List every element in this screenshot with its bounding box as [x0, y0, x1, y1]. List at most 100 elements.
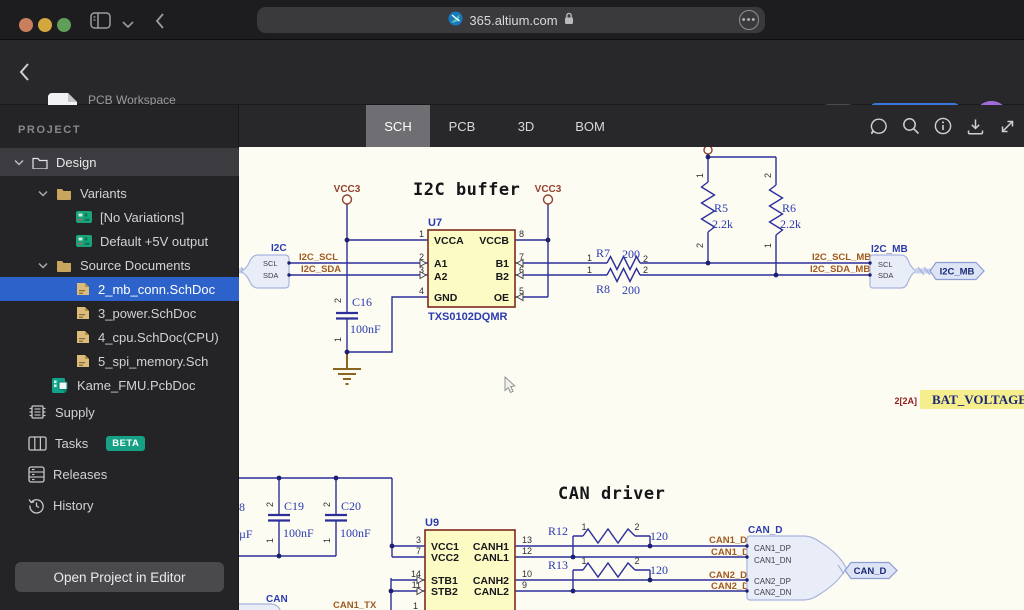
value: 100nF: [350, 322, 381, 336]
open-project-in-editor-button[interactable]: Open Project in Editor: [15, 562, 224, 592]
sidebar-item-no-variations[interactable]: [No Variations]: [0, 205, 239, 229]
comments-icon[interactable]: [869, 116, 889, 136]
sidebar-item-2-mb-conn-schdoc[interactable]: 2_mb_conn.SchDoc: [0, 277, 239, 301]
sidebar-item-tasks[interactable]: Tasks BETA: [0, 431, 239, 455]
schdoc-icon: [76, 306, 90, 320]
tab-sch[interactable]: SCH: [366, 105, 430, 147]
port-label: I2C_MB: [940, 267, 975, 278]
chip-icon: [28, 404, 47, 420]
pin-name: CANH1: [473, 541, 509, 553]
view-tab-bar: SCH PCB 3D BOM: [239, 105, 1024, 147]
value: 120: [650, 529, 668, 543]
designator: R6: [782, 201, 796, 215]
history-icon: [28, 497, 45, 514]
capacitor-c16: C16 100nF 2 1: [333, 295, 381, 342]
pin-number: 4: [419, 286, 424, 296]
sidebar-item-supply[interactable]: Supply: [0, 400, 239, 424]
capacitor-c19: C19 100nF 2 1: [265, 499, 314, 543]
pin-name: CANL1: [474, 552, 509, 564]
section-title-i2c: I2C buffer: [413, 180, 520, 200]
back-icon[interactable]: [18, 62, 30, 87]
harness-can-partial: CAN: [227, 594, 288, 610]
item-label: History: [53, 497, 94, 513]
pin-name: VCC1: [431, 541, 459, 553]
folder-open-icon: [32, 156, 48, 169]
harness-pin: CAN2_DN: [754, 588, 792, 597]
pin-number: 2: [265, 502, 275, 507]
pin-name: GND: [434, 292, 458, 304]
sidebar-item-kame-fmu-pcbdoc[interactable]: Kame_FMU.PcbDoc: [0, 373, 239, 397]
value: 200: [622, 247, 640, 261]
sidebar-item-design[interactable]: Design: [0, 148, 239, 176]
pin-number: 1: [695, 173, 705, 178]
sidebar-item-5-spi-memory-sch[interactable]: 5_spi_memory.Sch: [0, 349, 239, 373]
chevron-down-icon[interactable]: [38, 190, 48, 197]
schdoc-icon: [76, 282, 90, 296]
pin-number: 3: [416, 535, 421, 545]
designator: R5: [714, 201, 728, 215]
chevron-down-icon[interactable]: [14, 159, 24, 166]
sidebar-item-default-5v-output[interactable]: Default +5V output: [0, 229, 239, 253]
sidebar-item-source-documents[interactable]: Source Documents: [0, 253, 239, 277]
chevron-down-icon[interactable]: [122, 16, 134, 34]
resistor-r8: R8 200 1 2: [587, 265, 648, 297]
download-icon[interactable]: [965, 116, 985, 136]
resistor-r12: R12 120 1 2: [548, 522, 668, 557]
minimize-window-button[interactable]: [38, 18, 52, 32]
sidebar-item-4-cpu-schdoc[interactable]: 4_cpu.SchDoc(CPU): [0, 325, 239, 349]
pin-number: 3: [419, 265, 424, 275]
sidebar-item-variants[interactable]: Variants: [0, 181, 239, 205]
schematic-svg: I2C buffer VCC3 VCC3: [227, 145, 1024, 610]
pin-number: 6: [519, 265, 524, 275]
value: 2.2k: [780, 217, 801, 231]
value: 100nF: [340, 526, 371, 540]
sidebar-item-3-power-schdoc[interactable]: 3_power.SchDoc: [0, 301, 239, 325]
browser-sidebar-icon[interactable]: [90, 12, 111, 34]
tab-pcb[interactable]: PCB: [448, 118, 476, 134]
gnd-symbol: [333, 352, 361, 385]
item-label: Supply: [55, 404, 95, 420]
zoom-window-button[interactable]: [57, 18, 71, 32]
close-window-button[interactable]: [19, 18, 33, 32]
url-bar[interactable]: 365.altium.com •••: [257, 7, 765, 33]
item-label: Design: [56, 154, 97, 170]
fullscreen-icon[interactable]: [997, 116, 1017, 136]
net-label: CAN1_DN: [711, 547, 756, 558]
browser-back-icon[interactable]: [155, 13, 165, 34]
value: 2.2k: [712, 217, 733, 231]
pin-name: A2: [434, 271, 448, 283]
pin-name: A1: [434, 258, 448, 270]
variant-board-icon: [76, 211, 92, 223]
item-label: 3_power.SchDoc: [98, 305, 197, 321]
search-icon[interactable]: [901, 116, 921, 136]
chevron-down-icon[interactable]: [38, 262, 48, 269]
pin-number: 5: [519, 286, 524, 296]
pin-number: 1: [413, 601, 418, 610]
net-label: CAN1_DP: [709, 535, 754, 546]
pin-name: VCCA: [434, 235, 464, 247]
tab-bom[interactable]: BOM: [575, 118, 605, 134]
info-icon[interactable]: [933, 116, 953, 136]
resistor-r13: R13 120 1 2: [548, 556, 668, 591]
designator: R8: [596, 282, 610, 296]
pin-number: 2: [643, 254, 648, 264]
pin-name: STB1: [431, 575, 458, 587]
pin-number: 1: [419, 229, 424, 239]
workspace-type-label: PCB Workspace: [88, 93, 176, 107]
sidebar-item-releases[interactable]: Releases: [0, 462, 239, 486]
project-section-title: PROJECT: [18, 124, 82, 136]
sidebar-item-history[interactable]: History: [0, 493, 239, 517]
designator: C19: [284, 499, 304, 513]
tab-3d[interactable]: 3D: [517, 118, 535, 134]
pin-number: 1: [265, 538, 275, 543]
harness-pin: SDA: [263, 271, 278, 280]
schematic-canvas[interactable]: I2C buffer VCC3 VCC3: [227, 145, 1024, 610]
kanban-icon: [28, 435, 47, 451]
resistor-r5: R5 2.2k 1 2: [695, 173, 733, 248]
page-settings-icon[interactable]: •••: [739, 10, 759, 30]
net-label: I2C_SCL: [299, 252, 338, 263]
pin-number: 1: [322, 538, 332, 543]
pin-number: 2: [695, 243, 705, 248]
variant-board-icon: [76, 235, 92, 247]
